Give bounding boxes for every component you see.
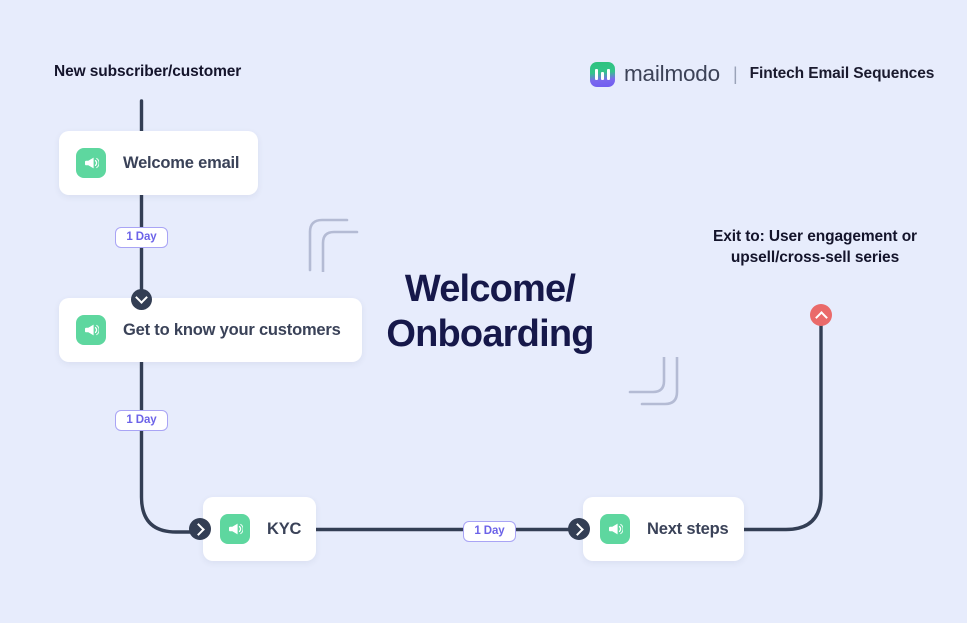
wire-getknow-to-kyc — [139, 362, 191, 534]
delay-badge[interactable]: 1 Day — [463, 521, 516, 542]
flow-node-label: Next steps — [647, 519, 729, 538]
mailmodo-logo-icon — [590, 61, 615, 87]
page-title-line-2: Onboarding — [386, 313, 594, 356]
entry-label: New subscriber/customer — [54, 63, 242, 80]
corner-ornament-bottom — [628, 357, 679, 406]
exit-label: Exit to: User engagement or upsell/cross… — [700, 226, 930, 269]
exit-label-line-2: upsell/cross-sell series — [730, 249, 900, 267]
corner-ornament-top — [308, 218, 359, 272]
flow-node-label: Welcome email — [123, 153, 240, 172]
chevron-up-icon[interactable] — [810, 304, 832, 326]
header-brand: mailmodo | Fintech Email Sequences — [590, 60, 934, 88]
megaphone-icon — [220, 514, 250, 544]
flow-node-kyc[interactable]: KYC — [203, 497, 316, 561]
exit-label-line-1: Exit to: User engagement or — [712, 228, 917, 245]
flow-node-welcome-email[interactable]: Welcome email — [59, 131, 258, 195]
megaphone-icon — [76, 315, 106, 345]
megaphone-icon — [600, 514, 630, 544]
flow-node-label: KYC — [267, 519, 302, 538]
delay-badge[interactable]: 1 Day — [115, 410, 168, 431]
wire-next-to-exit — [744, 316, 823, 532]
chevron-right-icon[interactable] — [189, 518, 211, 540]
delay-badge[interactable]: 1 Day — [115, 227, 168, 248]
chevron-down-icon[interactable] — [131, 289, 152, 310]
brand-separator: | — [732, 63, 738, 84]
flow-title: Fintech Email Sequences — [749, 65, 935, 82]
megaphone-icon — [76, 148, 106, 178]
page-title: Welcome/ Onboarding — [340, 267, 640, 357]
flow-node-get-to-know-your-customers[interactable]: Get to know your customers — [59, 298, 362, 362]
page-title-line-1: Welcome/ — [404, 268, 576, 310]
mailmodo-wordmark: mailmodo — [624, 61, 720, 86]
flow-node-label: Get to know your customers — [123, 320, 341, 339]
flow-node-next-steps[interactable]: Next steps — [583, 497, 744, 561]
chevron-right-icon[interactable] — [568, 518, 590, 540]
